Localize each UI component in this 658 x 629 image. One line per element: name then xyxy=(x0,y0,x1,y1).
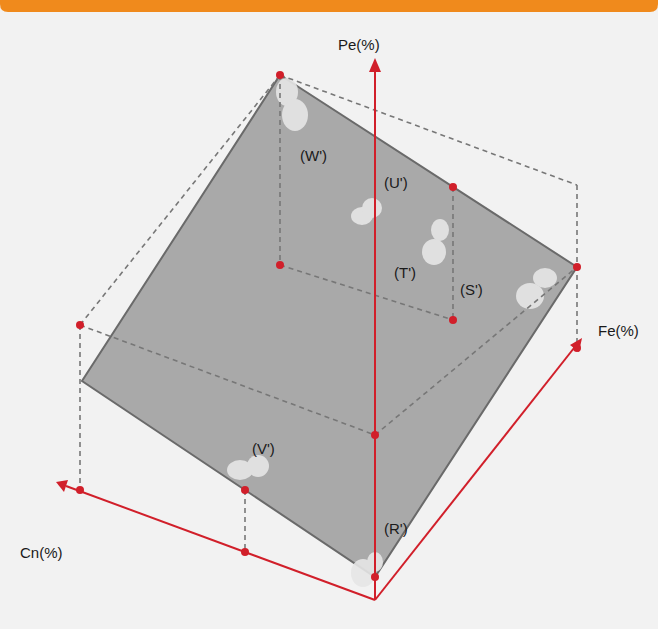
plane xyxy=(82,75,577,577)
point-label: (T') xyxy=(394,264,416,282)
point-label: (S') xyxy=(460,281,483,299)
axis-label: Cn(%) xyxy=(20,544,63,562)
axis-arrowheads xyxy=(56,58,582,492)
points xyxy=(76,71,581,581)
axes xyxy=(66,68,574,600)
point-label: (W') xyxy=(300,147,327,165)
point-label: (V') xyxy=(252,440,275,458)
guide-lines xyxy=(80,75,577,552)
axis-label: Pe(%) xyxy=(338,36,380,54)
axis-label: Fe(%) xyxy=(598,322,639,340)
point-label: (R') xyxy=(384,520,408,538)
clusters xyxy=(227,78,557,587)
top-bar xyxy=(0,0,658,12)
point-label: (U') xyxy=(384,174,408,192)
